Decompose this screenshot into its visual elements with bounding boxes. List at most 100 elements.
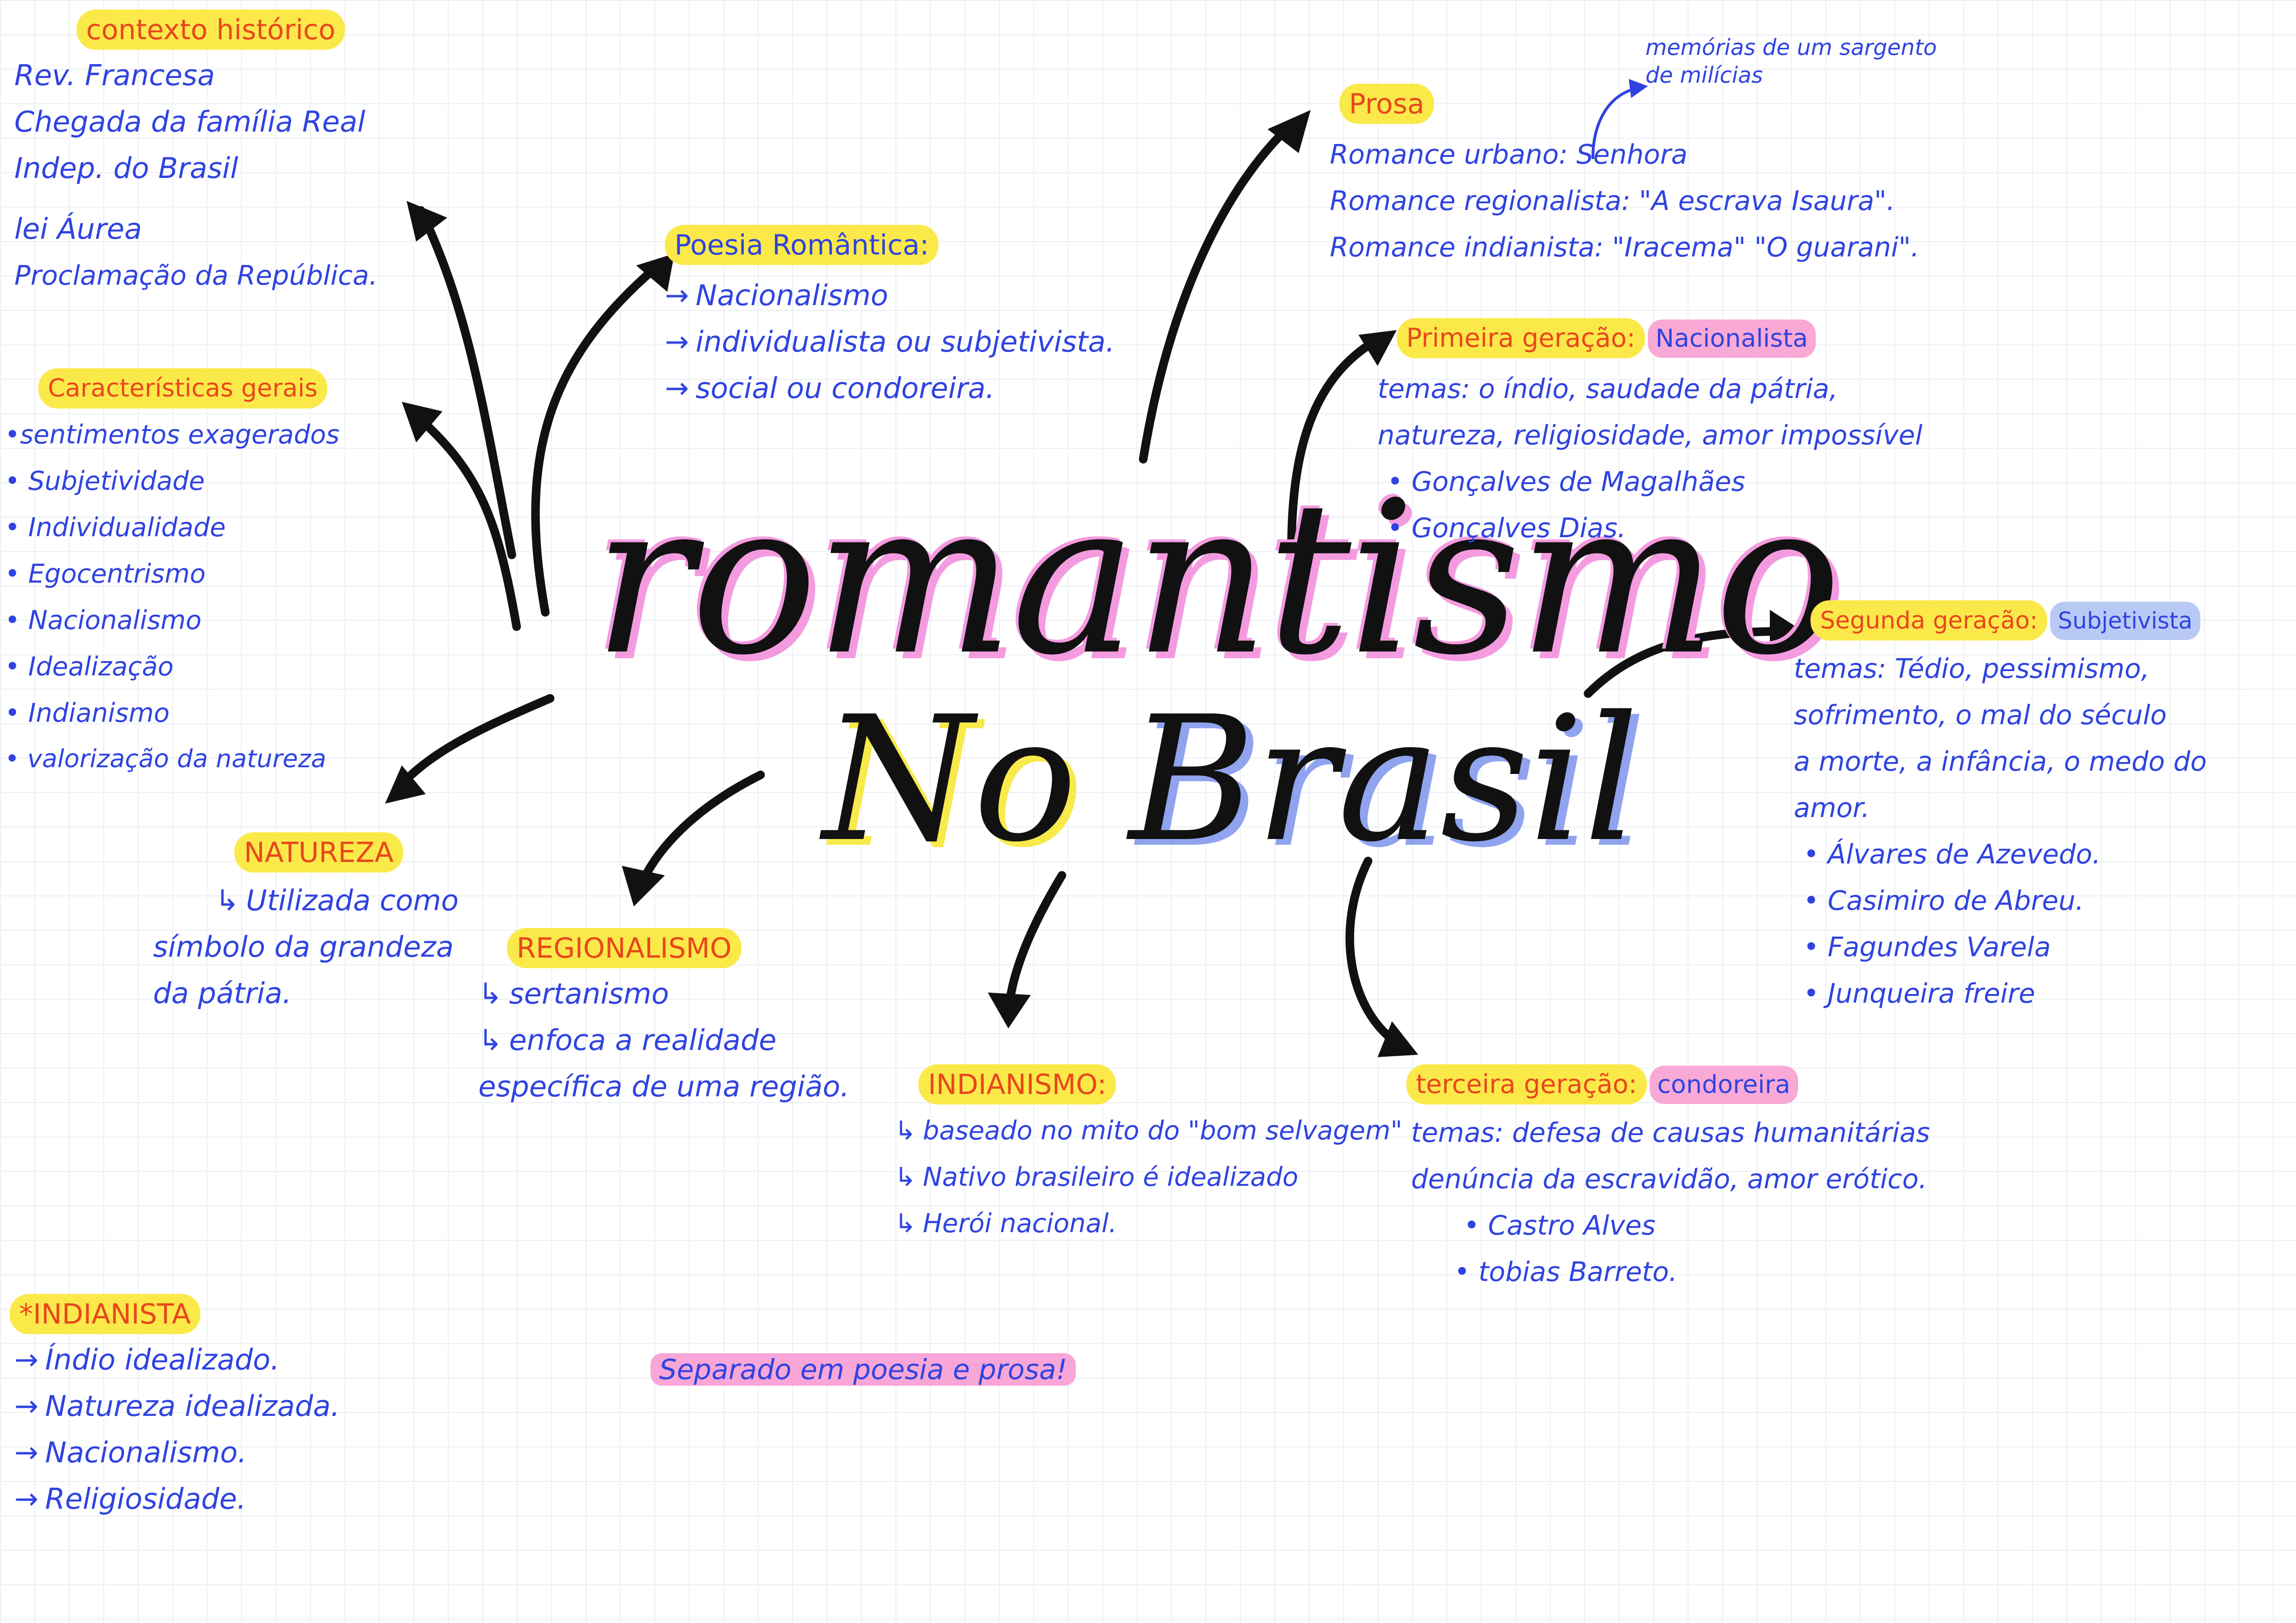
natureza-item-text: Utilizada como <box>246 884 459 917</box>
segunda-item: • Junqueira freire <box>1803 978 2035 1009</box>
regionalismo-item: específica de uma região. <box>478 1070 850 1104</box>
arrow-to-segunda <box>1584 627 1784 698</box>
prosa-item: Romance urbano: Senhora <box>1330 139 1688 170</box>
segunda-heading-wrap: Segunda geração:Subjetivista <box>1810 600 2200 640</box>
poesia-item: →social ou condoreira. <box>665 365 1115 412</box>
segunda-item: a morte, a infância, o medo do <box>1794 746 2207 777</box>
indianismo-list: ↳baseado no mito do "bom selvagem" ↳Nati… <box>894 1107 1402 1247</box>
arrowhead-regionalismo <box>622 866 665 906</box>
regionalismo-item-text: enfoca a realidade <box>509 1024 777 1057</box>
indianismo-item-text: Nativo brasileiro é idealizado <box>923 1162 1299 1192</box>
terceira-item: denúncia da escravidão, amor erótico. <box>1411 1164 1927 1195</box>
arrowhead-primeira <box>1358 330 1397 366</box>
caracteristicas-item: • Egocentrismo <box>5 559 206 589</box>
arrow-to-terceira <box>1345 857 1401 1047</box>
regionalismo-list: ↳sertanismo ↳enfoca a realidade específi… <box>478 971 850 1110</box>
caracteristicas-item: • Subjetividade <box>5 466 205 496</box>
caracteristicas-heading-wrap: Características gerais <box>38 368 328 409</box>
contexto-item: Indep. do Brasil <box>14 152 239 185</box>
indianista-heading-wrap: *INDIANISTA <box>10 1294 200 1334</box>
arrow-to-caracteristicas <box>407 407 521 631</box>
arrowhead-indianismo <box>988 993 1031 1028</box>
natureza-heading-wrap: NATUREZA <box>234 832 403 872</box>
arrowhead-segunda <box>1770 610 1803 653</box>
poesia-item-text: Nacionalismo <box>695 279 888 312</box>
contexto-item: Chegada da família Real <box>14 105 365 139</box>
arrow-right-icon: → <box>665 279 689 312</box>
arrowhead-contexto <box>407 201 447 242</box>
contexto-heading: contexto histórico <box>77 10 345 50</box>
contexto-heading-wrap: contexto histórico <box>77 10 345 50</box>
arrowhead-caracteristicas <box>402 402 442 442</box>
segunda-item: • Casimiro de Abreu. <box>1803 885 2084 916</box>
indianista-item: →Natureza idealizada. <box>14 1383 340 1430</box>
regionalismo-heading-wrap: REGIONALISMO <box>507 928 741 968</box>
indianista-item-text: Religiosidade. <box>45 1482 246 1516</box>
arrow-to-poesia <box>531 264 660 617</box>
prosa-list: Romance urbano: Senhora Romance regional… <box>1330 132 1919 271</box>
contexto-item: Rev. Francesa <box>14 59 215 92</box>
segunda-item: • Álvares de Azevedo. <box>1803 839 2101 870</box>
natureza-item: símbolo da grandeza <box>153 930 454 964</box>
natureza-list: ↳Utilizada como símbolo da grandeza da p… <box>153 878 459 1017</box>
regionalismo-heading: REGIONALISMO <box>507 928 741 968</box>
return-arrow-icon: ↳ <box>478 977 503 1011</box>
prosa-note-text: memórias de um sargento de milícias <box>1645 34 1937 88</box>
segunda-item: sofrimento, o mal do século <box>1794 700 2167 731</box>
poesia-heading: Poesia Romântica: <box>665 225 939 265</box>
prosa-heading: Prosa <box>1339 84 1434 124</box>
footer-note-wrap: Separado em poesia e prosa! <box>651 1347 1076 1393</box>
natureza-item: da pátria. <box>153 977 292 1010</box>
segunda-item: temas: Tédio, pessimismo, <box>1794 653 2150 685</box>
terceira-heading: terceira geração: <box>1406 1064 1647 1104</box>
prosa-item: Romance regionalista: "A escrava Isaura"… <box>1330 186 1895 217</box>
arrow-right-icon: → <box>665 372 689 405</box>
poesia-list: →Nacionalismo →individualista ou subjeti… <box>665 273 1115 412</box>
prosa-item: Romance indianista: "Iracema" "O guarani… <box>1330 232 1920 263</box>
caracteristicas-item: • Nacionalismo <box>5 605 202 635</box>
return-arrow-icon: ↳ <box>894 1115 916 1146</box>
terceira-heading-wrap: terceira geração:condoreira <box>1406 1064 1798 1104</box>
regionalismo-item: ↳enfoca a realidade <box>478 1017 850 1064</box>
arrowhead-poesia <box>636 254 674 292</box>
arrow-to-prosa <box>1139 120 1296 464</box>
indianismo-item: ↳Herói nacional. <box>894 1200 1402 1247</box>
return-arrow-icon: ↳ <box>215 884 240 917</box>
segunda-heading: Segunda geração: <box>1810 600 2048 640</box>
return-arrow-icon: ↳ <box>894 1162 916 1192</box>
segunda-list: temas: Tédio, pessimismo, sofrimento, o … <box>1794 646 2207 1017</box>
primeira-item: temas: o índio, saudade da pátria, <box>1378 374 1838 405</box>
arrow-right-icon: → <box>14 1436 39 1469</box>
arrowhead-terceira <box>1378 1021 1418 1057</box>
indianista-item-text: Nacionalismo. <box>45 1436 247 1469</box>
poesia-item: →Nacionalismo <box>665 273 1115 319</box>
indianismo-heading: INDIANISMO: <box>918 1064 1116 1104</box>
indianismo-heading-wrap: INDIANISMO: <box>918 1064 1116 1104</box>
footer-note: Separado em poesia e prosa! <box>651 1353 1076 1386</box>
arrowhead-prosa <box>1268 110 1311 153</box>
arrow-right-icon: → <box>14 1343 39 1377</box>
return-arrow-icon: ↳ <box>894 1208 916 1238</box>
caracteristicas-list: •sentimentos exagerados • Subjetividade … <box>5 411 340 783</box>
poesia-item: →individualista ou subjetivista. <box>665 319 1115 365</box>
poesia-heading-wrap: Poesia Romântica: <box>665 225 939 265</box>
regionalismo-item: ↳sertanismo <box>478 971 850 1017</box>
indianista-item-text: Natureza idealizada. <box>45 1390 340 1423</box>
main-title-brasil: Brasil <box>1129 679 1639 880</box>
indianismo-item-text: baseado no mito do "bom selvagem" <box>923 1115 1402 1146</box>
indianista-heading: *INDIANISTA <box>10 1294 200 1334</box>
primeira-item: • Gonçalves Dias. <box>1387 513 1626 544</box>
terceira-tag: condoreira <box>1649 1066 1798 1104</box>
poesia-item-text: social ou condoreira. <box>695 372 995 405</box>
arrowhead-prosa-note <box>1629 79 1648 98</box>
terceira-item: temas: defesa de causas humanitárias <box>1411 1117 1930 1148</box>
indianista-item: →Índio idealizado. <box>14 1337 340 1383</box>
return-arrow-icon: ↳ <box>478 1024 503 1057</box>
natureza-item: ↳Utilizada como <box>153 878 459 924</box>
poesia-item-text: individualista ou subjetivista. <box>695 325 1115 359</box>
arrow-to-primeira <box>1287 335 1382 554</box>
indianista-list: →Índio idealizado. →Natureza idealizada.… <box>14 1337 340 1523</box>
indianismo-item-text: Herói nacional. <box>923 1208 1117 1238</box>
primeira-heading-wrap: Primeira geração:Nacionalista <box>1397 318 1816 358</box>
